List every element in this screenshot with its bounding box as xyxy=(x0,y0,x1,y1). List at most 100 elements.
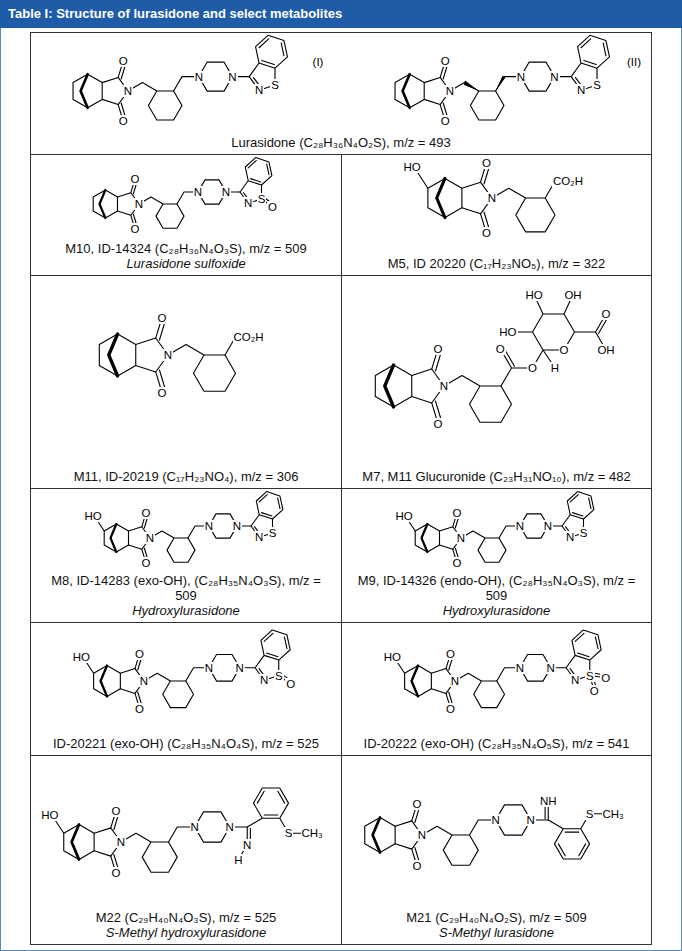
atom-label: O xyxy=(285,678,296,690)
atom-label: N xyxy=(123,85,133,97)
table-cell: M9, ID-14326 (endo-OH), (C₂₈H₃₅N₄O₃S), m… xyxy=(341,488,652,623)
atom-label: N xyxy=(516,71,526,83)
atom-label: CH₃ xyxy=(602,808,625,820)
structure-line xyxy=(121,833,177,872)
table-cell: ID-20222 (exo-OH) (C₂₈H₃₅N₄O₅S), m/z = 5… xyxy=(341,622,652,756)
atom-label: O xyxy=(111,867,122,879)
atom-label: N xyxy=(487,192,497,204)
structure-line xyxy=(188,514,251,538)
atom-label: N xyxy=(225,821,235,833)
atom-label: O xyxy=(157,387,168,399)
atom-label: N xyxy=(515,520,525,532)
table-cell: M21 (C₂₉H₄₀N₄O₂S), m/z = 509S-Methyl lur… xyxy=(341,755,652,945)
structure-caption: Lurasidone (C₂₈H₃₆N₄O₂S), m/z = 493 xyxy=(231,135,451,150)
structure-line xyxy=(73,61,128,121)
atom-label: O xyxy=(141,507,152,519)
lurasidone-structure xyxy=(395,35,609,121)
atom-label: N xyxy=(565,531,575,543)
m8-structure xyxy=(97,492,283,563)
atom-label: S xyxy=(585,808,595,820)
atom-label: N xyxy=(450,675,460,687)
atom-label: S xyxy=(268,527,278,539)
structure-line xyxy=(428,163,492,233)
structure-line xyxy=(239,788,304,860)
structure-line xyxy=(104,513,150,563)
atom-label: HO xyxy=(83,510,102,522)
structure-line xyxy=(470,805,549,835)
structure-line xyxy=(405,654,455,709)
atom-label: O xyxy=(601,308,612,320)
table-title: Table I: Structure of lurasidone and sel… xyxy=(0,0,682,28)
metabolite-name: S-Methyl lurasidone xyxy=(439,925,554,940)
structure-caption: M21 (C₂₉H₄₀N₄O₂S), m/z = 509 xyxy=(406,910,586,925)
atom-label: O xyxy=(527,362,538,374)
atom-label: S xyxy=(274,670,284,682)
atom-label: O xyxy=(111,805,122,817)
m22-structure xyxy=(55,788,304,873)
structure-line xyxy=(177,180,240,204)
structure-caption: M5, ID 20220 (C₁₇H₂₃NO₅), m/z = 322 xyxy=(388,256,606,271)
structure-line xyxy=(93,179,139,229)
id20222-structure xyxy=(397,630,606,709)
structure-line xyxy=(249,35,287,90)
structure-line xyxy=(422,826,478,865)
structure-line xyxy=(168,345,236,392)
atom-label: H xyxy=(550,362,560,374)
atom-label: O xyxy=(495,343,506,355)
structure-caption: ID-20222 (exo-OH) (C₂₈H₃₅N₄O₅S), m/z = 5… xyxy=(364,736,630,751)
atom-label: CH₃ xyxy=(301,827,324,839)
atom-label: N xyxy=(491,814,501,826)
atom-label: N xyxy=(194,71,204,83)
structure-line xyxy=(450,83,504,120)
structure-line xyxy=(365,804,422,867)
atom-label: OH xyxy=(563,289,582,301)
atom-label: N xyxy=(259,674,269,686)
structure-line xyxy=(492,188,555,232)
atom-label: O xyxy=(118,55,129,67)
structure-line xyxy=(375,349,444,424)
structure-line xyxy=(139,197,184,228)
atom-label: N xyxy=(439,380,449,392)
atom-label: O xyxy=(481,157,492,169)
m5-structure xyxy=(418,163,555,233)
structure-line xyxy=(94,654,144,709)
structure-caption: M10, ID-14324 (C₂₈H₃₆N₄O₃S), m/z = 509 xyxy=(65,241,306,256)
atom-label: S xyxy=(284,827,294,839)
structure-line xyxy=(86,661,94,673)
table-cell: M8, ID-14283 (exo-OH), (C₂₈H₃₅N₄O₃S), m/… xyxy=(30,488,342,623)
atom-label: O xyxy=(118,115,129,127)
atom-label: O xyxy=(412,860,423,872)
atom-label: N xyxy=(221,186,231,198)
structure-line xyxy=(444,376,512,423)
structure-line xyxy=(255,630,290,680)
atom-label: N xyxy=(254,531,264,543)
atom-label: O xyxy=(267,201,278,213)
structure-line xyxy=(464,76,506,91)
table-cell: M22 (C₂₉H₄₀N₄O₃S), m/z = 525S-Methyl hyd… xyxy=(30,755,342,945)
atom-label: HO xyxy=(524,289,543,301)
m21-structure xyxy=(365,803,605,867)
atom-label: N xyxy=(139,675,149,687)
atom-label: N xyxy=(204,520,214,532)
structure-line xyxy=(415,513,461,563)
structure-caption: M7, M11 Glucuronide (C₂₃H₃₁NO₁₀), m/z = … xyxy=(362,469,630,484)
structure-line xyxy=(418,173,428,188)
atom-label: O xyxy=(600,672,611,684)
metabolite-name: Hydroxylurasidone xyxy=(443,603,551,618)
atom-label: N xyxy=(515,662,525,674)
atom-label: N xyxy=(445,85,455,97)
structure-line xyxy=(395,61,450,121)
metabolite-name: Lurasidone sulfoxide xyxy=(126,256,245,271)
atom-label: N xyxy=(116,836,126,848)
atom-label: CO₂H xyxy=(233,331,265,343)
structure-line xyxy=(496,62,572,91)
structure-line xyxy=(461,531,506,562)
atom-label: N xyxy=(134,198,144,210)
structure-line xyxy=(500,295,609,387)
atom-label: O xyxy=(452,507,463,519)
structure-line xyxy=(397,661,405,673)
id20221-structure xyxy=(86,630,293,709)
atom-label: N xyxy=(242,839,252,851)
